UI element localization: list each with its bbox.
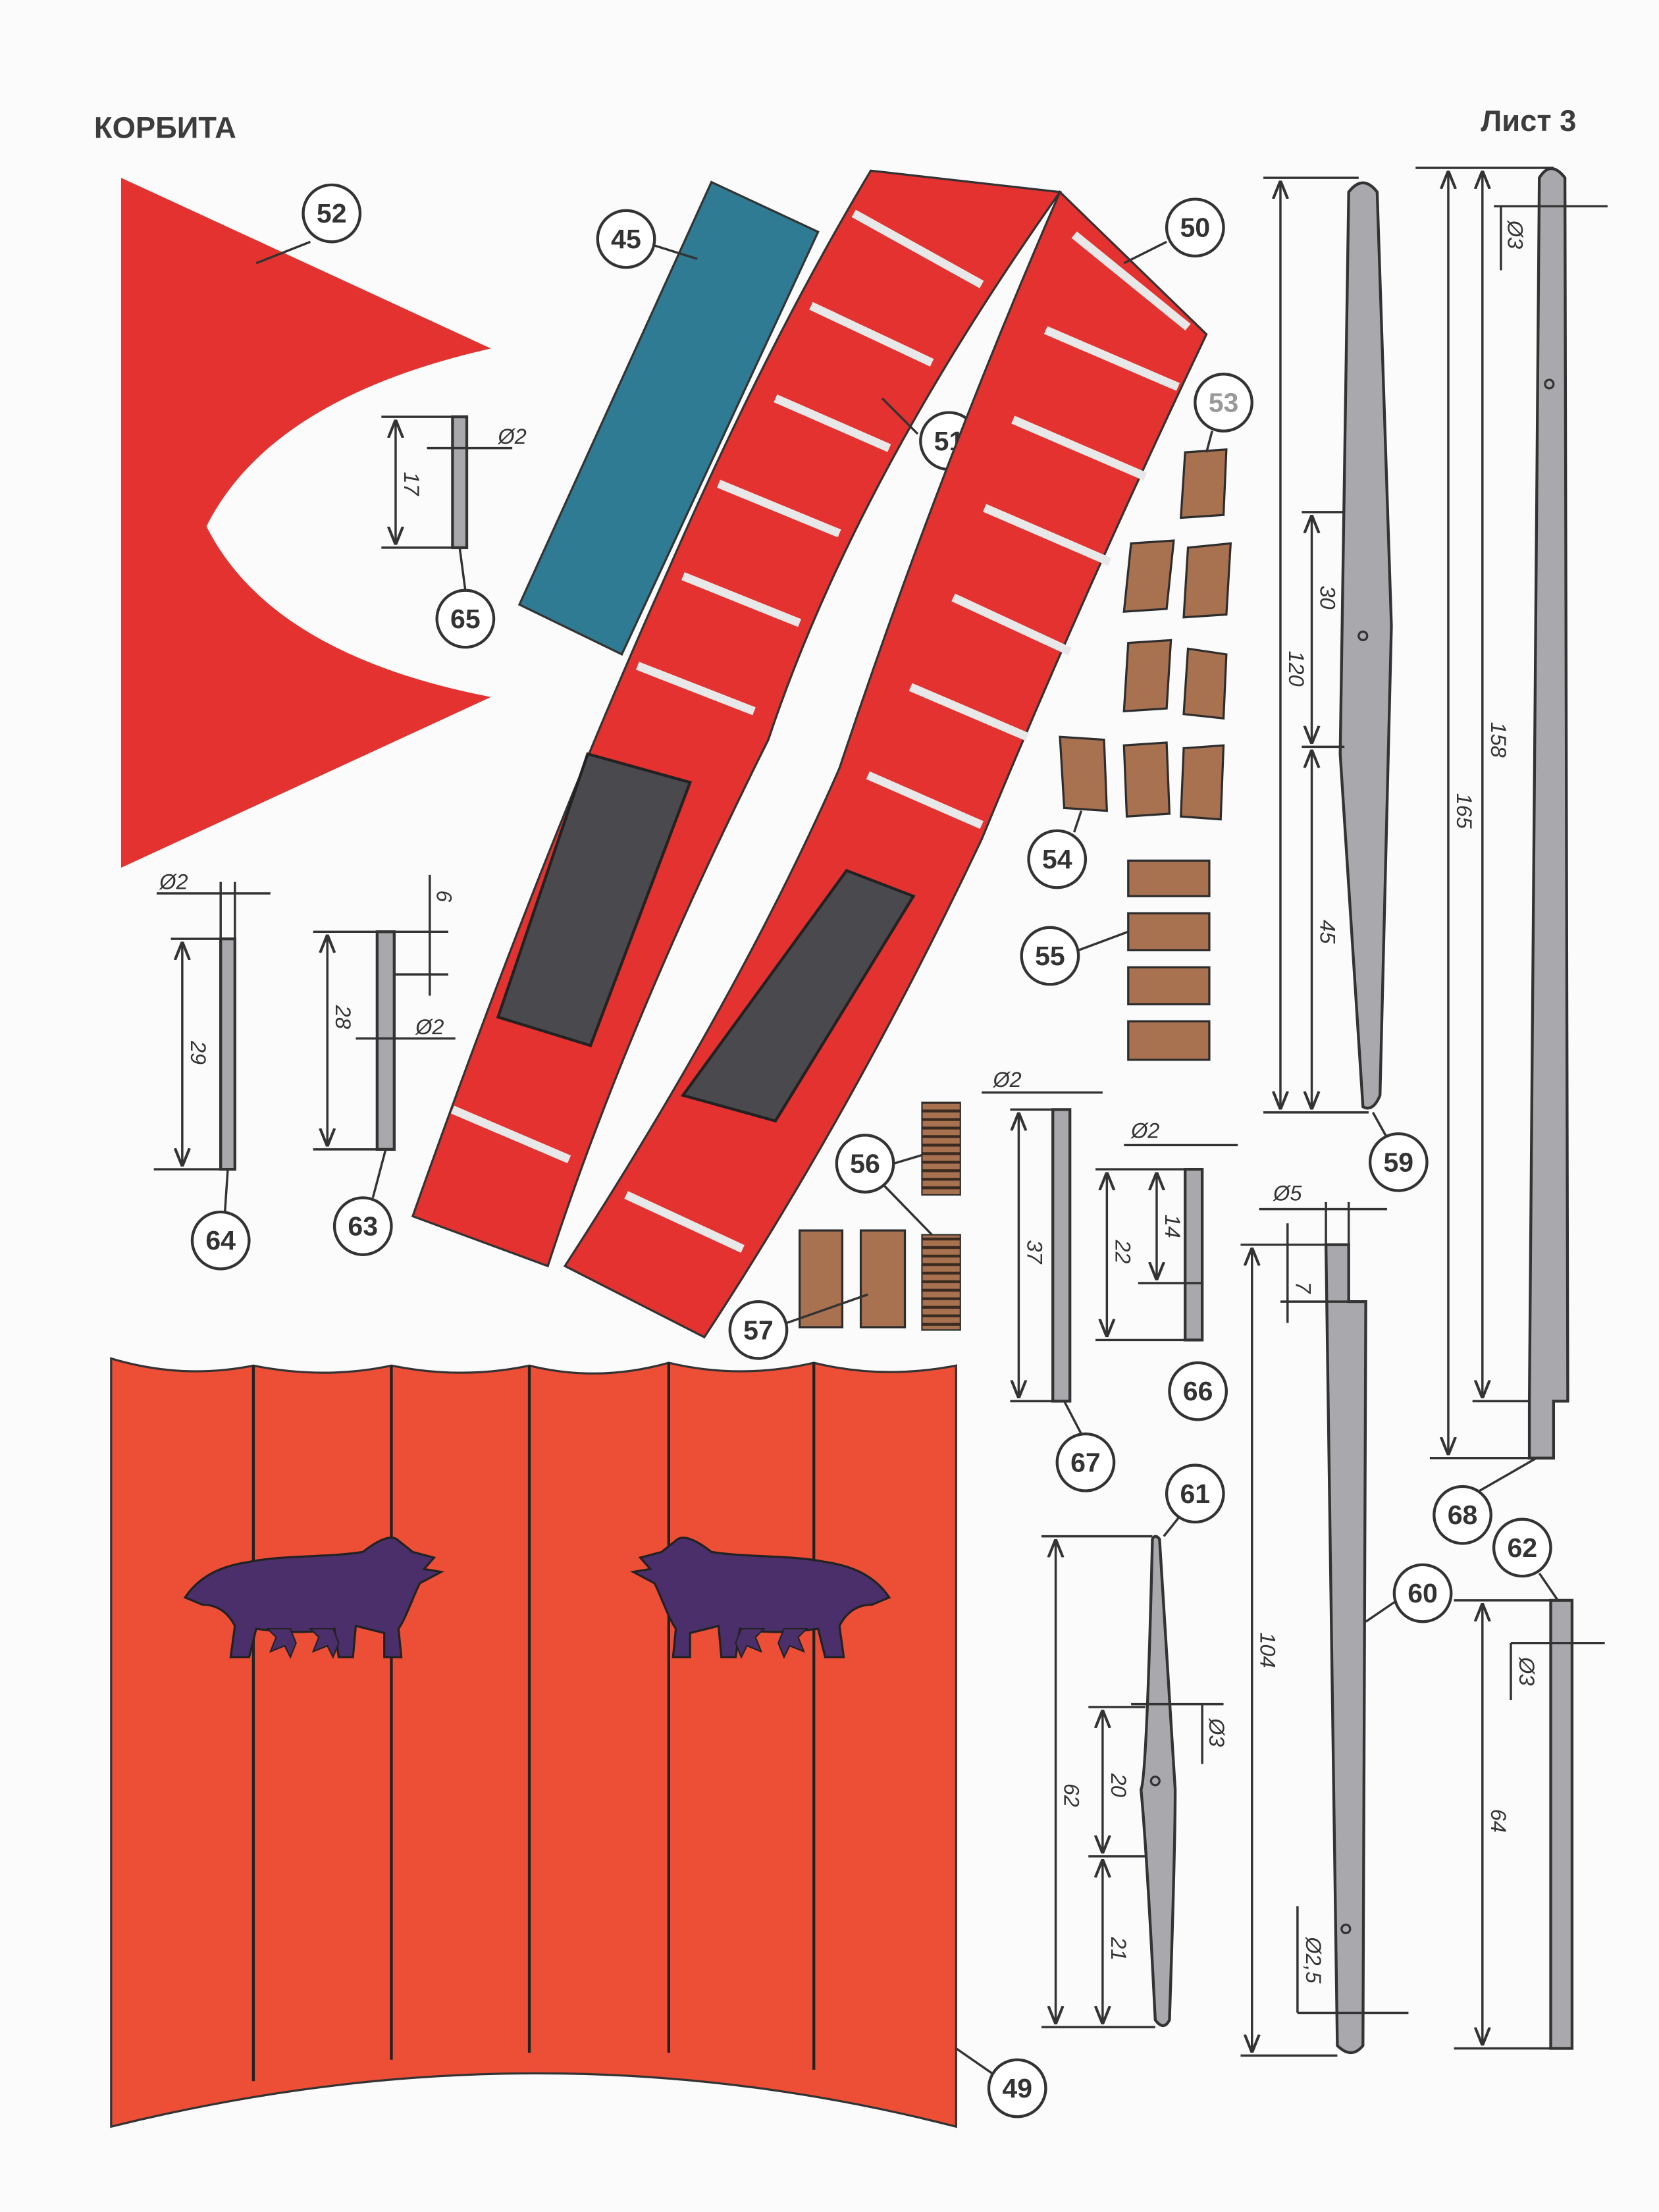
part-57-b xyxy=(859,1229,907,1329)
svg-text:50: 50 xyxy=(1180,213,1210,243)
dim-63-length: 28 xyxy=(331,1005,355,1029)
dim-59-lower: 45 xyxy=(1315,920,1339,944)
svg-text:60: 60 xyxy=(1408,1578,1438,1608)
part-62-rod xyxy=(1549,1598,1574,2050)
callout-63: 63 xyxy=(332,1196,393,1256)
dim-61-dia: Ø3 xyxy=(1205,1718,1228,1747)
part-61-yard xyxy=(1139,1535,1177,2028)
svg-text:59: 59 xyxy=(1383,1147,1413,1177)
callout-57: 57 xyxy=(728,1300,789,1360)
part-63-rod xyxy=(375,930,396,1151)
part-65-rod xyxy=(451,415,469,550)
part-45-strip xyxy=(517,180,820,656)
svg-text:61: 61 xyxy=(1180,1479,1210,1509)
dim-68-dia: Ø3 xyxy=(1504,220,1527,249)
part-66-rod xyxy=(1184,1167,1204,1342)
sheet-number: Лист 3 xyxy=(1481,104,1576,138)
dim-66-length: 22 xyxy=(1111,1239,1134,1263)
svg-text:65: 65 xyxy=(450,604,481,634)
svg-text:68: 68 xyxy=(1448,1500,1478,1530)
sail-seams xyxy=(251,1363,816,2082)
callout-60: 60 xyxy=(1392,1563,1453,1623)
callout-65: 65 xyxy=(435,589,496,649)
dim-67-length: 37 xyxy=(1022,1240,1046,1265)
callout-45: 45 xyxy=(596,209,656,269)
part-51-slats xyxy=(450,209,984,1163)
part-64-rod xyxy=(219,937,236,1171)
part-49-sail xyxy=(110,1357,957,2128)
part-68-mast xyxy=(1527,167,1569,1460)
svg-text:56: 56 xyxy=(850,1149,880,1179)
part-50-slats xyxy=(624,231,1191,1253)
dim-60-hole: Ø2,5 xyxy=(1302,1936,1325,1984)
callout-55: 55 xyxy=(1020,926,1080,986)
part-59-yard xyxy=(1338,181,1393,1110)
svg-text:57: 57 xyxy=(743,1315,774,1345)
part-67-rod xyxy=(1051,1108,1072,1403)
dim-62-dia: Ø3 xyxy=(1515,1656,1539,1685)
dim-61-length: 62 xyxy=(1060,1783,1084,1807)
dim-60-dia: Ø5 xyxy=(1273,1182,1302,1205)
callout-66: 66 xyxy=(1168,1361,1228,1421)
part-53 xyxy=(1179,448,1228,519)
callout-53: 53 xyxy=(1194,373,1253,433)
dim-59-mid: 30 xyxy=(1315,586,1339,610)
dim-65-dia: Ø2 xyxy=(498,425,527,448)
part-60-mast xyxy=(1324,1243,1367,2055)
dim-63-dia: Ø2 xyxy=(415,1015,444,1039)
part-51-lattice xyxy=(496,752,693,1047)
dim-66-dia: Ø2 xyxy=(1130,1119,1159,1143)
callout-54: 54 xyxy=(1027,829,1088,889)
dim-67-dia: Ø2 xyxy=(992,1068,1021,1092)
dim-61-upper: 20 xyxy=(1107,1773,1130,1797)
svg-text:63: 63 xyxy=(348,1211,378,1242)
part-56-lower xyxy=(921,1234,961,1331)
part-50-lattice xyxy=(680,868,916,1123)
callout-59: 59 xyxy=(1368,1132,1429,1192)
part-54-pieces xyxy=(1059,539,1232,821)
dim-65-length: 17 xyxy=(400,472,423,497)
svg-text:49: 49 xyxy=(1002,2073,1032,2103)
callout-49: 49 xyxy=(987,2058,1047,2119)
svg-text:53: 53 xyxy=(1209,387,1239,417)
dim-60-length: 104 xyxy=(1256,1632,1280,1668)
svg-text:55: 55 xyxy=(1035,941,1065,971)
callout-61: 61 xyxy=(1165,1463,1225,1524)
dim-64-dia: Ø2 xyxy=(159,870,188,893)
dim-60-top: 7 xyxy=(1292,1281,1315,1294)
dim-59-length: 120 xyxy=(1284,651,1308,687)
callout-68: 68 xyxy=(1433,1485,1492,1545)
dim-62-length: 64 xyxy=(1487,1809,1510,1833)
svg-text:67: 67 xyxy=(1070,1447,1101,1477)
callout-62: 62 xyxy=(1492,1517,1552,1578)
callout-50: 50 xyxy=(1165,198,1225,258)
dim-63-top: 6 xyxy=(433,890,456,903)
callout-64: 64 xyxy=(190,1210,251,1271)
svg-text:66: 66 xyxy=(1183,1376,1213,1406)
svg-text:45: 45 xyxy=(611,224,641,254)
svg-text:52: 52 xyxy=(317,198,347,228)
callout-52: 52 xyxy=(302,183,362,244)
dim-64-length: 29 xyxy=(186,1040,210,1065)
svg-text:54: 54 xyxy=(1042,844,1072,874)
part-56-upper xyxy=(921,1101,961,1196)
part-55-pieces xyxy=(1127,859,1211,1061)
sheet-title: КОРБИТА xyxy=(94,111,236,145)
svg-text:64: 64 xyxy=(205,1225,236,1255)
part-57-a xyxy=(799,1229,844,1329)
dim-61-lower: 21 xyxy=(1107,1936,1130,1961)
part-52-shape xyxy=(120,178,491,868)
dim-68-inner: 158 xyxy=(1487,722,1510,758)
callout-67: 67 xyxy=(1055,1432,1116,1492)
callout-56: 56 xyxy=(835,1134,895,1194)
dim-66-inner: 14 xyxy=(1161,1215,1184,1238)
dim-68-length: 165 xyxy=(1452,793,1476,830)
svg-text:62: 62 xyxy=(1507,1533,1537,1563)
